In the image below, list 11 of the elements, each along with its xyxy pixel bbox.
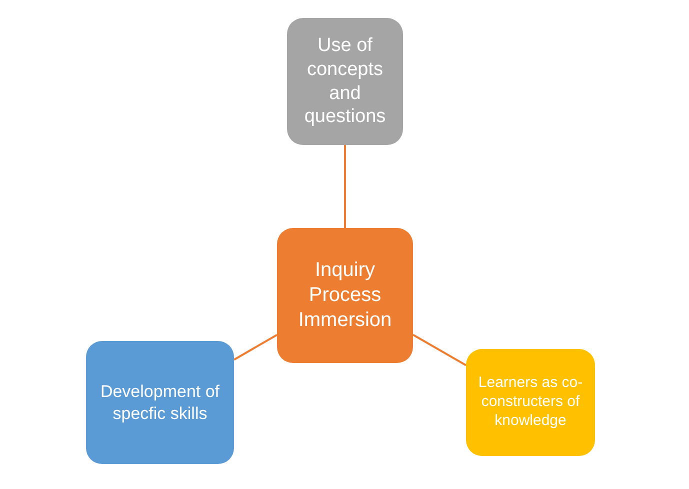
node-label: Use of concepts and questions xyxy=(303,34,387,129)
rounded-box xyxy=(277,228,413,363)
node-label: Development of specfic skills xyxy=(99,381,221,424)
connector-line xyxy=(234,334,278,361)
connector-line xyxy=(412,334,466,366)
rounded-box xyxy=(287,18,403,145)
node-label: Inquiry Process Immersion xyxy=(297,258,393,333)
connector-line xyxy=(344,145,346,228)
rounded-box xyxy=(466,349,595,456)
node-label: Learners as co-constructers of knowledge xyxy=(477,374,584,431)
rounded-box xyxy=(86,341,234,464)
